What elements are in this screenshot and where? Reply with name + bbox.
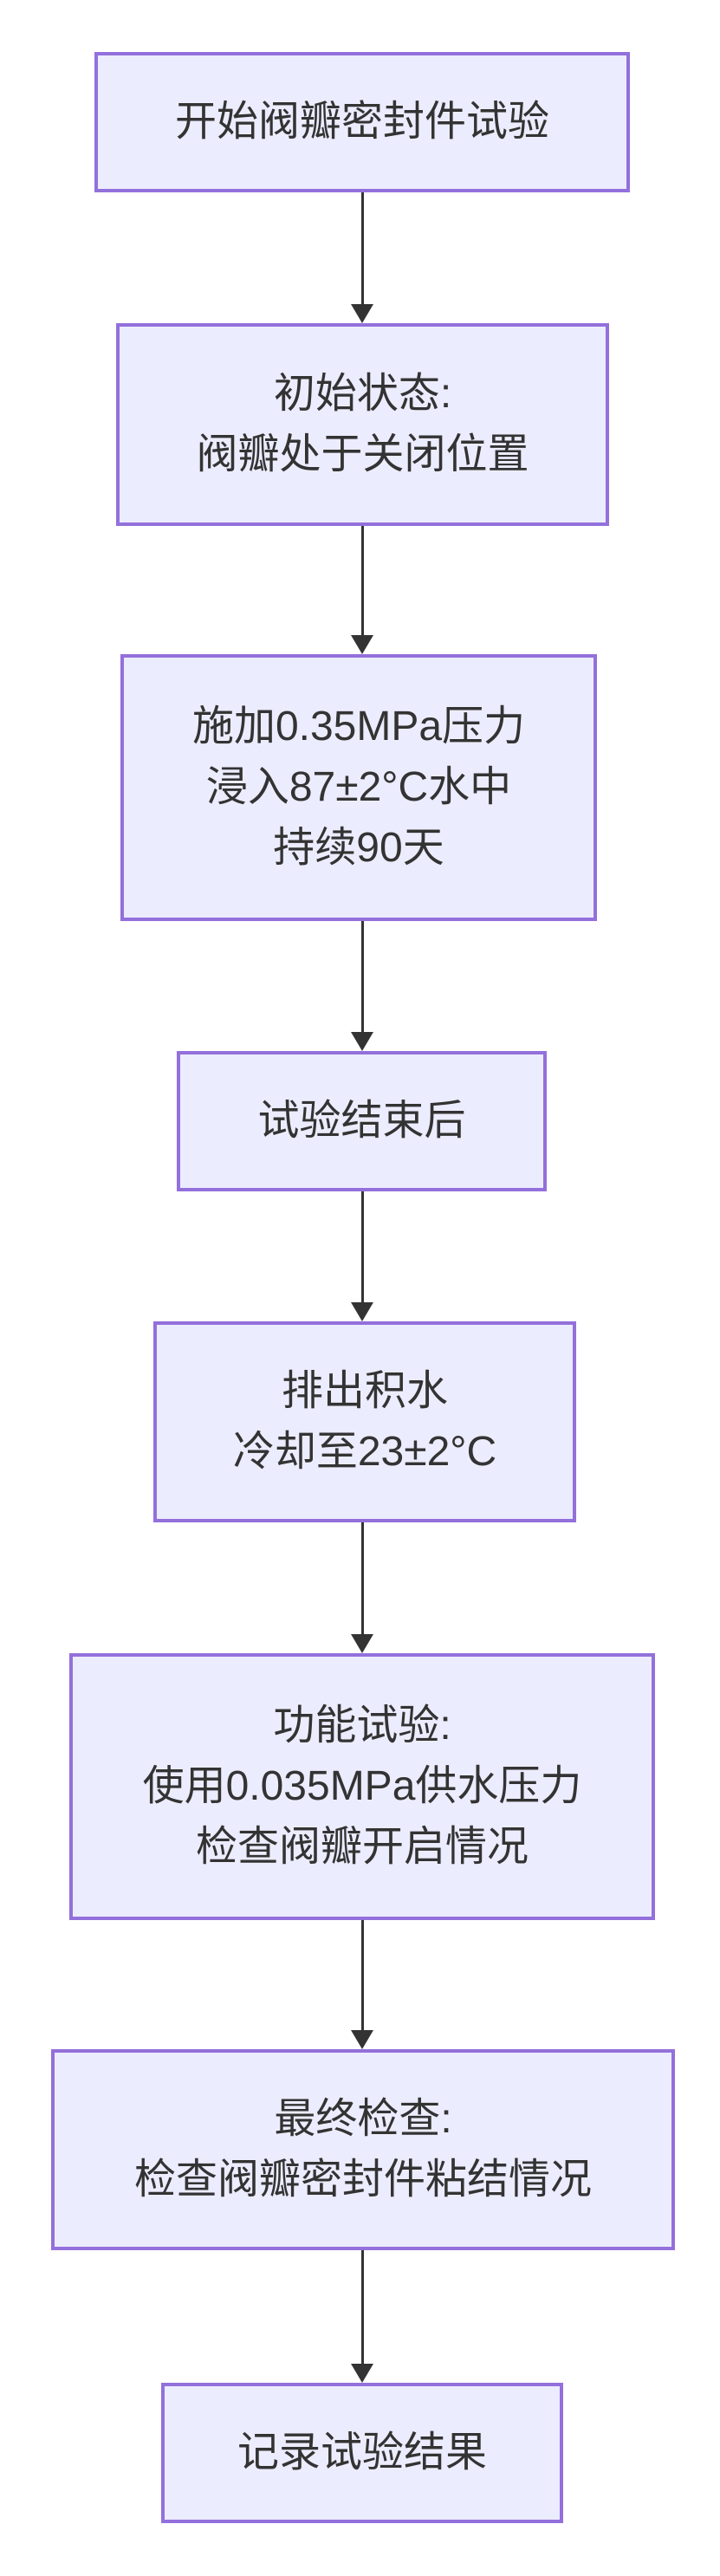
arrow-shaft — [360, 1920, 364, 2030]
flow-arrow-2 — [350, 526, 374, 654]
node-text-line: 开始阀瓣密封件试验 — [174, 99, 549, 145]
flow-arrow-4 — [350, 1191, 374, 1321]
node-text-line: 检查阀瓣密封件粘结情况 — [133, 2157, 592, 2203]
arrow-head-icon — [351, 635, 373, 654]
node-text-line: 初始状态: — [273, 371, 452, 417]
flow-node-after-test-end: 试验结束后 — [177, 1051, 547, 1191]
arrow-head-icon — [351, 1302, 373, 1321]
flow-arrow-1 — [350, 192, 374, 323]
arrow-head-icon — [351, 2364, 373, 2383]
flow-node-start-test: 开始阀瓣密封件试验 — [94, 52, 630, 192]
node-text-line: 功能试验: — [273, 1703, 451, 1749]
node-text-line: 施加0.35MPa压力 — [191, 704, 526, 749]
node-text-line: 检查阀瓣开启情况 — [195, 1824, 529, 1870]
node-text-line: 试验结束后 — [257, 1098, 466, 1144]
flow-node-apply-pressure-immersion: 施加0.35MPa压力 浸入87±2°C水中 持续90天 — [120, 654, 597, 921]
node-text-line: 最终检查: — [274, 2096, 452, 2142]
flow-node-record-results: 记录试验结果 — [161, 2383, 563, 2523]
node-text-line: 冷却至23±2°C — [232, 1429, 497, 1475]
arrow-head-icon — [351, 1634, 373, 1653]
flow-arrow-7 — [350, 2250, 374, 2383]
arrow-head-icon — [351, 304, 373, 323]
node-text-line: 记录试验结果 — [237, 2430, 487, 2475]
node-text-line: 持续90天 — [273, 825, 444, 871]
arrow-shaft — [360, 1522, 364, 1634]
arrow-head-icon — [351, 1032, 373, 1051]
arrow-shaft — [360, 526, 364, 635]
flow-node-function-test: 功能试验: 使用0.035MPa供水压力 检查阀瓣开启情况 — [69, 1653, 655, 1920]
flow-arrow-3 — [350, 921, 374, 1051]
flow-node-drain-and-cool: 排出积水 冷却至23±2°C — [153, 1321, 576, 1522]
arrow-shaft — [360, 2250, 364, 2364]
arrow-shaft — [360, 192, 364, 304]
arrow-shaft — [360, 1191, 364, 1302]
node-text-line: 排出积水 — [281, 1368, 448, 1414]
flow-arrow-6 — [350, 1920, 374, 2049]
node-text-line: 使用0.035MPa供水压力 — [142, 1763, 582, 1809]
flow-node-initial-state: 初始状态: 阀瓣处于关闭位置 — [116, 323, 609, 526]
arrow-shaft — [360, 921, 364, 1032]
arrow-head-icon — [351, 2030, 373, 2049]
node-text-line: 阀瓣处于关闭位置 — [196, 431, 529, 477]
flow-arrow-5 — [350, 1522, 374, 1653]
flow-node-final-inspection: 最终检查: 检查阀瓣密封件粘结情况 — [51, 2049, 675, 2250]
node-text-line: 浸入87±2°C水中 — [205, 764, 512, 810]
